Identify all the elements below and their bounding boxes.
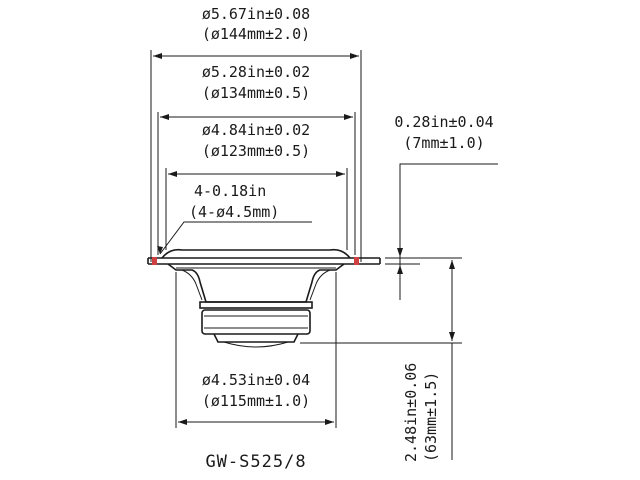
flange-thickness-imperial: 0.28in±0.04 [394, 113, 493, 131]
flange-thickness-metric: (7mm±1.0) [403, 134, 484, 152]
mounting-depth-dimension: 2.48in±0.06 (63mm±1.5) [300, 257, 462, 462]
basket-diameter-metric: (ø115mm±1.0) [202, 392, 310, 410]
mounting-holes-leader [159, 221, 312, 255]
top-plate [199, 301, 313, 309]
cutout-diameter-imperial: ø4.84in±0.02 [202, 121, 310, 139]
leader-arrowhead [157, 246, 163, 254]
mounting-diameter-imperial: ø5.28in±0.02 [202, 63, 310, 81]
hole-marker-left [152, 257, 157, 265]
back-plate [213, 333, 299, 343]
mounting-diameter-dimension: ø5.28in±0.02 (ø134mm±0.5) [157, 63, 356, 255]
cutout-diameter-dimension: ø4.84in±0.02 (ø123mm±0.5) [165, 121, 348, 250]
model-label: GW-S525/8 [205, 452, 306, 472]
mounting-diameter-metric: (ø134mm±0.5) [202, 84, 310, 102]
basket-diameter-dimension: ø4.53in±0.04 (ø115mm±1.0) [175, 272, 337, 428]
surround [161, 248, 351, 259]
flange-thickness-dimension: 0.28in±0.04 (7mm±1.0) [385, 113, 498, 300]
magnet [201, 309, 311, 335]
hole-marker-right [354, 257, 359, 265]
cutout-diameter-metric: (ø123mm±0.5) [202, 142, 310, 160]
flange-leader [399, 163, 498, 300]
basket-outline [167, 263, 345, 303]
mounting-depth-metric: (63mm±1.5) [422, 372, 440, 462]
pole-piece [223, 341, 289, 348]
outer-diameter-metric: (ø144mm±2.0) [202, 25, 310, 43]
outer-diameter-imperial: ø5.67in±0.08 [202, 5, 310, 23]
mounting-holes-callout: 4-0.18in (4-ø4.5mm) [157, 182, 312, 255]
outer-diameter-dimension: ø5.67in±0.08 (ø144mm±2.0) [150, 5, 362, 262]
mounting-holes-metric: (4-ø4.5mm) [189, 203, 279, 221]
basket-diameter-imperial: ø4.53in±0.04 [202, 371, 310, 389]
mounting-holes-imperial: 4-0.18in [194, 182, 266, 200]
speaker-body [147, 248, 381, 348]
mounting-depth-imperial: 2.48in±0.06 [402, 363, 420, 462]
